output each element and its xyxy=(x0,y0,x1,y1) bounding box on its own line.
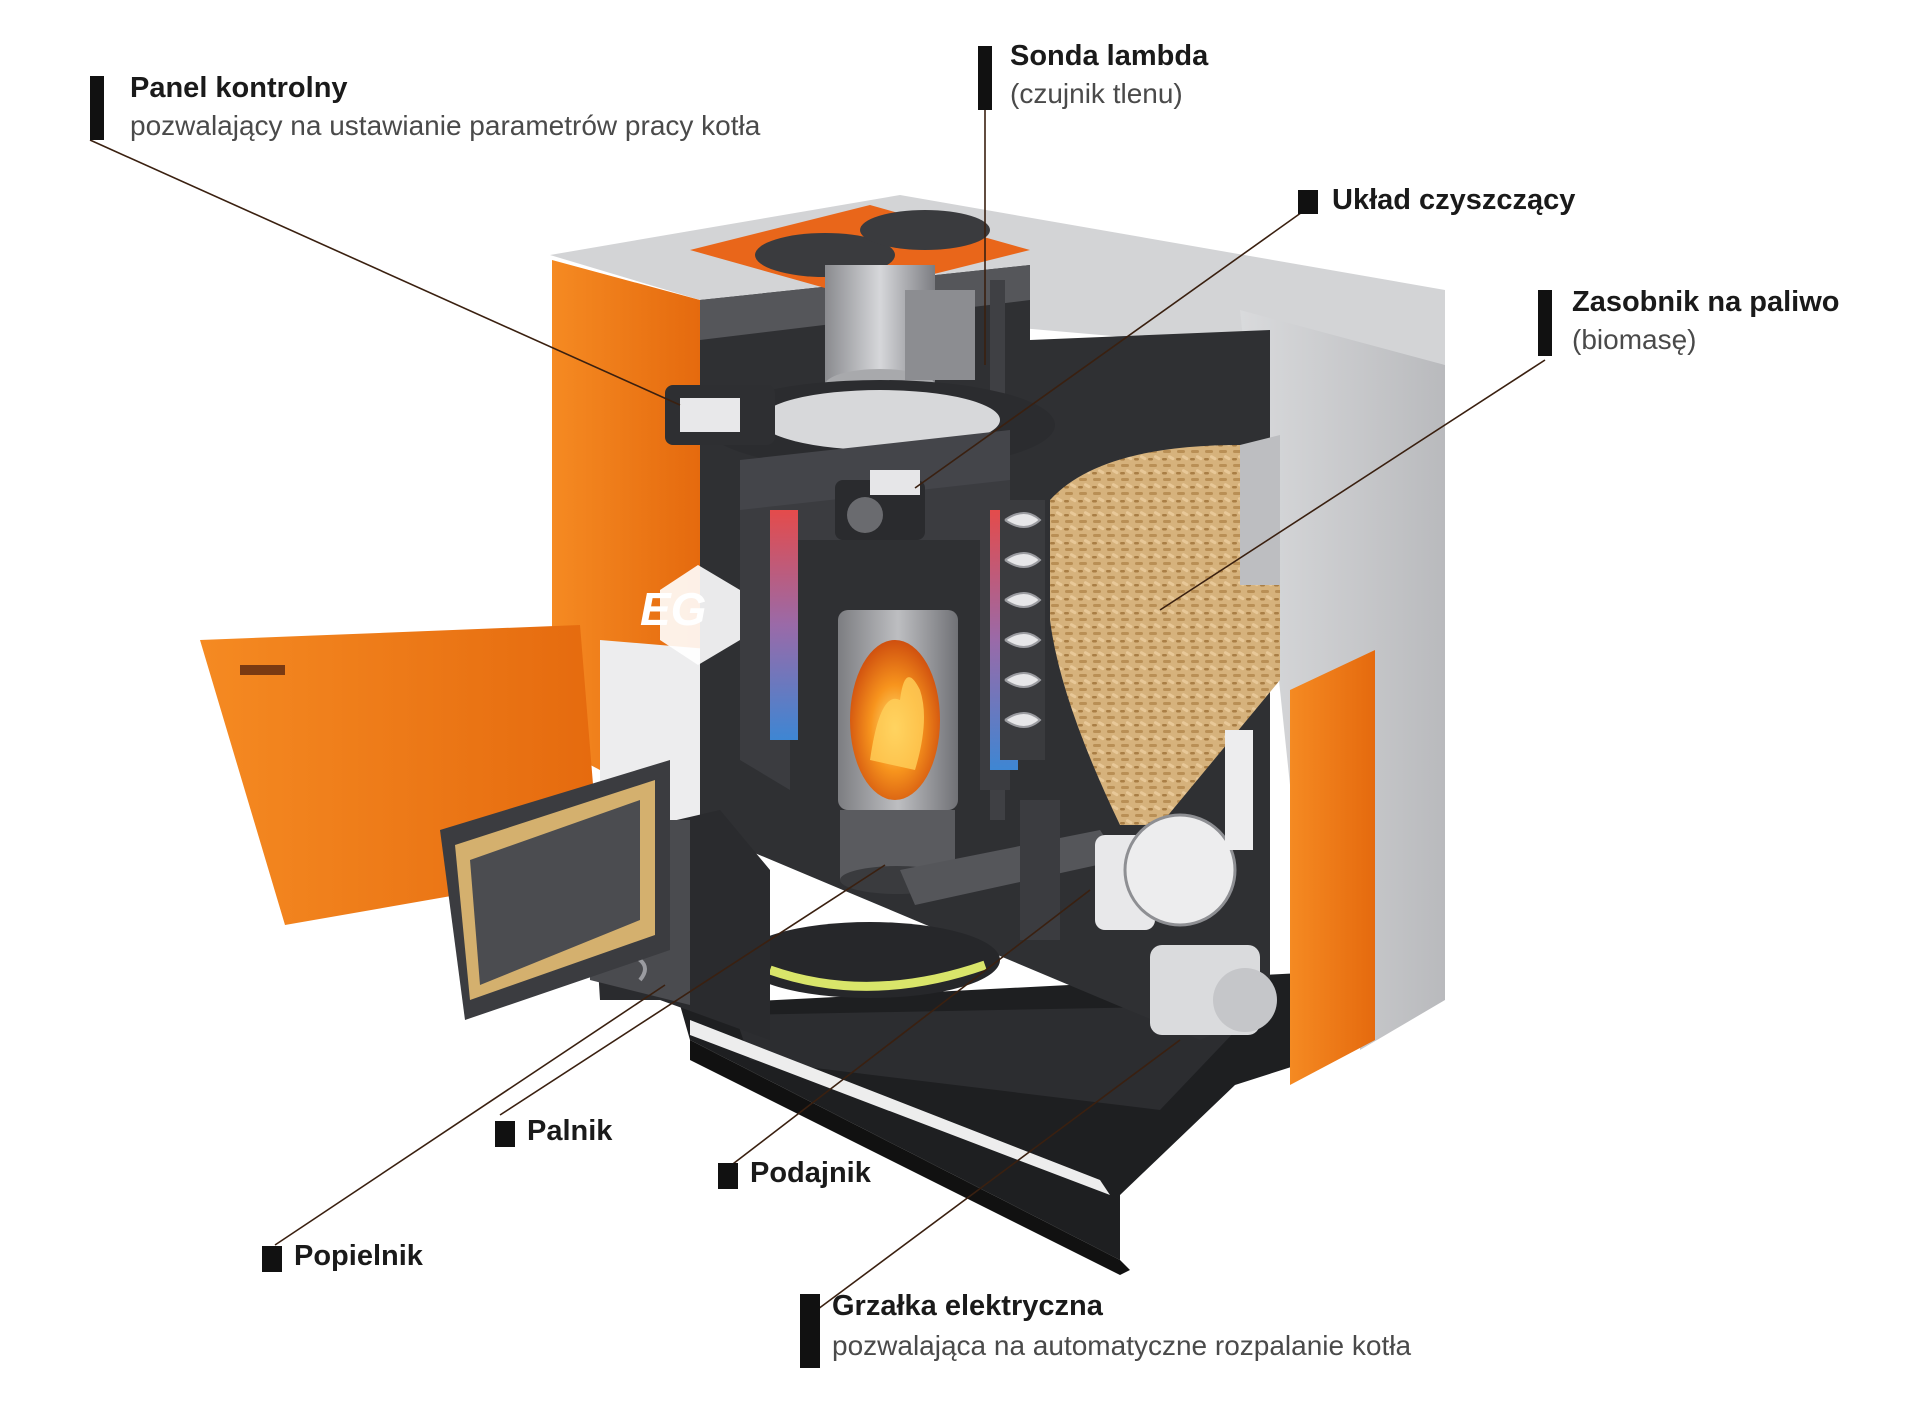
label-bar xyxy=(262,1246,282,1272)
label-bar xyxy=(495,1121,515,1147)
label-ashpan: Popielnik xyxy=(262,1240,462,1280)
label-bar xyxy=(90,76,104,140)
label-bar xyxy=(1298,190,1318,214)
label-title: Układ czyszczący xyxy=(1332,184,1576,216)
brand-logo: EG xyxy=(640,565,740,665)
label-title: Sonda lambda xyxy=(1010,40,1209,72)
combustion-chamber xyxy=(838,610,958,894)
label-title: Popielnik xyxy=(294,1240,423,1272)
label-subtitle: (biomasę) xyxy=(1572,324,1697,355)
label-title: Grzałka elektryczna xyxy=(832,1290,1103,1322)
label-panel: Panel kontrolny pozwalający na ustawiani… xyxy=(90,72,890,144)
leader-lines xyxy=(89,110,1546,1316)
label-subtitle: pozwalający na ustawianie parametrów pra… xyxy=(130,110,761,141)
helical-spiral xyxy=(1000,500,1045,760)
control-panel xyxy=(665,385,775,445)
label-hopper: Zasobnik na paliwo (biomasę) xyxy=(1538,286,1898,358)
base-frame xyxy=(680,970,1360,1275)
label-bar xyxy=(978,46,992,110)
label-lambda: Sonda lambda (czujnik tlenu) xyxy=(978,40,1238,112)
label-feeder: Podajnik xyxy=(718,1157,918,1197)
label-heater: Grzałka elektryczna pozwalająca na autom… xyxy=(800,1290,1520,1370)
label-bar xyxy=(800,1294,820,1368)
label-title: Palnik xyxy=(527,1115,613,1147)
pellet-hopper xyxy=(1050,435,1280,825)
motor-assembly xyxy=(1123,730,1277,1035)
label-bar xyxy=(1538,290,1552,356)
logo-text: EG xyxy=(640,583,706,635)
inner-door xyxy=(440,760,670,1020)
label-title: Podajnik xyxy=(750,1157,871,1189)
label-subtitle: pozwalająca na automatyczne rozpalanie k… xyxy=(832,1330,1412,1361)
label-subtitle: (czujnik tlenu) xyxy=(1010,78,1183,109)
label-title: Zasobnik na paliwo xyxy=(1572,286,1840,318)
label-cleaning: Układ czyszczący xyxy=(1298,184,1658,224)
label-title: Panel kontrolny xyxy=(130,72,348,104)
label-bar xyxy=(718,1163,738,1189)
label-burner: Palnik xyxy=(495,1115,655,1155)
